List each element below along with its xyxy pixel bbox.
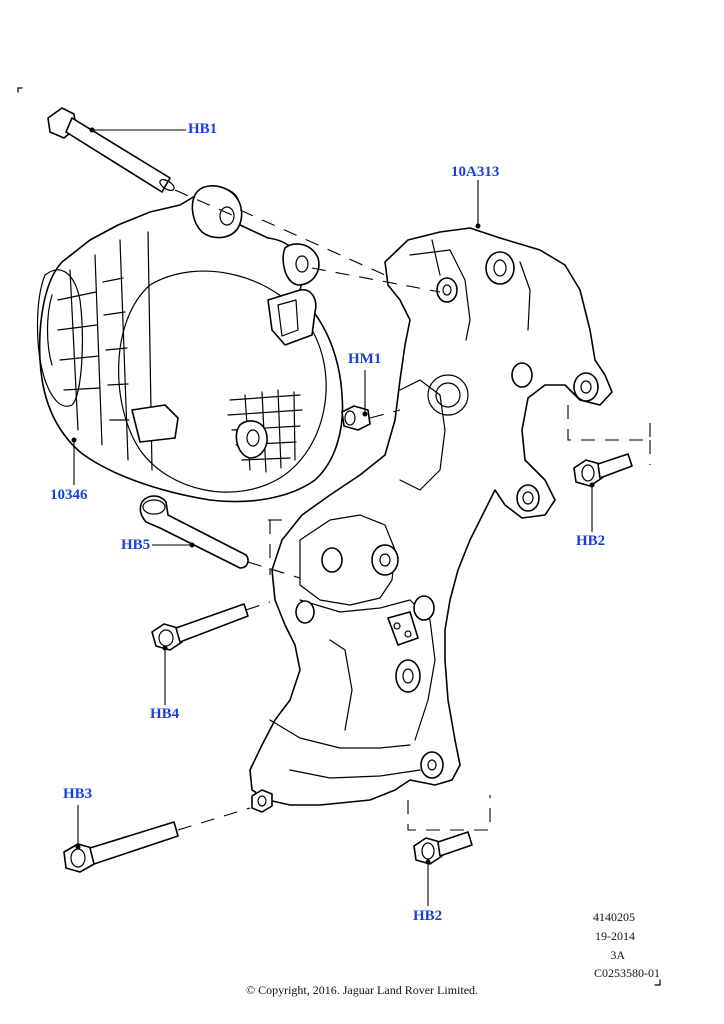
mounting-bracket-drawing [249, 227, 613, 806]
bolt-hb2-lower [413, 831, 473, 865]
diagram-revision: 3A [610, 948, 625, 962]
nut-hm1 [341, 405, 371, 431]
diagram-date-code: 19-2014 [595, 929, 635, 943]
callout-hm1: HM1 [348, 351, 382, 367]
stud-hb5 [139, 495, 249, 569]
bolt-hb3 [63, 821, 179, 873]
corner-mark-top-left [17, 87, 23, 93]
callout-hb3: HB3 [63, 786, 93, 802]
callout-hb2-upper: HB2 [576, 533, 606, 549]
callout-10346: 10346 [50, 487, 88, 503]
bolt-hb2-upper [573, 453, 633, 487]
callout-10a313: 10A313 [451, 164, 500, 180]
copyright-notice: © Copyright, 2016. Jaguar Land Rover Lim… [245, 983, 479, 997]
bolt-hb1 [47, 107, 175, 193]
diagram-catalog-number: C0253580-01 [594, 966, 660, 980]
alternator-drawing [36, 185, 344, 503]
corner-mark-bottom-right [654, 979, 661, 986]
assembly-guide-lines [174, 189, 651, 831]
bolt-hb4 [151, 603, 249, 651]
callout-hb4: HB4 [150, 706, 180, 722]
callout-hb2-lower: HB2 [413, 908, 443, 924]
callout-hb5: HB5 [121, 537, 151, 553]
leader-lines [71, 127, 595, 906]
callout-hb1: HB1 [188, 121, 218, 137]
diagram-id: 4140205 [593, 910, 635, 924]
nut-lower [251, 789, 273, 813]
